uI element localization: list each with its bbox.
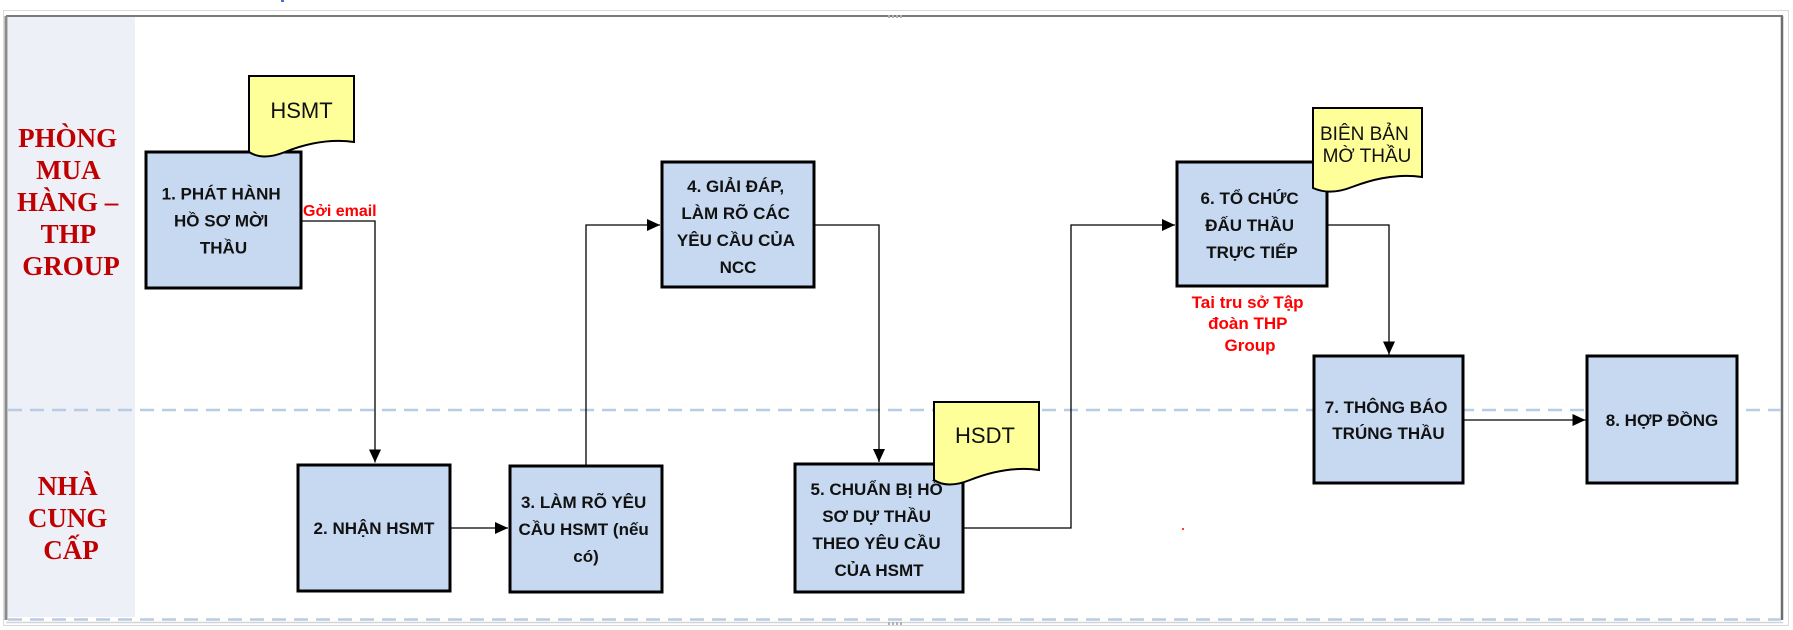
lane-label-supplier: NHÀ CUNG CẤP [28,471,114,565]
step-label: 8. HỢP ĐỒNG [1606,411,1718,430]
annotation-line: Tai tru sở Tập [1192,293,1304,312]
step-8-box[interactable]: 8. HỢP ĐỒNG [1585,354,1739,485]
step-label-line: 4. GIẢI ĐÁP, [687,177,784,196]
step-label-line: ĐẤU THẦU [1205,216,1294,235]
annotation-line: đoàn THP [1208,314,1287,333]
step-label: 2. NHẬN HSMT [314,519,436,538]
document-label-line: HSDT [955,423,1015,448]
lane-label-purchasing: PHÒNG MUA HÀNG – THP GROUP [17,123,125,281]
annotation-location: Tai tru sở Tập đoàn THP Group [1192,293,1309,355]
step-label-line: 5. CHUẨN BỊ HỒ [811,480,943,499]
step-7-box[interactable]: 7. THÔNG BÁO TRÚNG THẦU [1312,354,1465,485]
step-1-box[interactable]: 1. PHÁT HÀNH HỒ SƠ MỜI THẦU [144,150,303,290]
annotation-send-email: Gởi email [303,203,377,220]
step-6-box[interactable]: 6. TỔ CHỨC ĐẤU THẦU TRỰC TIẾP [1175,160,1329,288]
step-label-line: có) [573,547,599,566]
document-label-line: MỜ THẦU [1323,145,1412,167]
resize-grip-bottom[interactable] [888,622,902,625]
connector-3-to-4[interactable] [585,219,660,465]
step-label: 3. LÀM RÕ YÊU CẦU HSMT (nếu có) [518,492,653,566]
lane-label-line: PHÒNG [18,123,117,153]
step-label-line: 1. PHÁT HÀNH [162,184,281,203]
cursor-mark [281,0,284,2]
step-label-line: 2. NHẬN HSMT [314,519,436,538]
document-bien-ban-mo-thau[interactable]: BIÊN BẢN MỜ THẦU [1312,107,1423,193]
connector-5-to-6[interactable] [964,219,1175,529]
step-label-line: TRỰC TIẾP [1206,243,1298,262]
lane-label-line: NHÀ [38,471,99,501]
connector-4-to-5[interactable] [815,224,885,462]
step-label-line: THEO YÊU CẦU [813,534,941,553]
step-label: 5. CHUẨN BỊ HỒ SƠ DỰ THẦU THEO YÊU CẦU C… [811,480,948,580]
document-hsmt[interactable]: HSMT [248,75,355,158]
document-label: HSMT [270,98,332,123]
step-label-line: 7. THÔNG BÁO [1325,398,1448,417]
lane-label-line: CUNG [28,503,108,533]
step-label-line: NCC [720,258,757,277]
step-label-line: SƠ DỰ THẦU [822,507,931,526]
step-label-line: 3. LÀM RÕ YÊU [521,492,646,512]
step-label-line: YÊU CẦU CỦA [677,231,795,250]
document-label-line: HSMT [270,98,332,123]
document-label-line: BIÊN BẢN [1320,123,1409,145]
lane-header-column [8,17,135,617]
step-label: 1. PHÁT HÀNH HỒ SƠ MỜI THẦU [162,184,286,257]
step-label-line: TRÚNG THẦU [1332,424,1444,443]
document-hsdt[interactable]: HSDT [933,401,1040,486]
step-label-line: THẦU [200,238,247,257]
connector-6-to-7[interactable] [1328,224,1395,355]
step-label-line: 8. HỢP ĐỒNG [1606,411,1718,430]
step-4-box[interactable]: 4. GIẢI ĐÁP, LÀM RÕ CÁC YÊU CẦU CỦA NCC [660,160,816,289]
step-3-box[interactable]: 3. LÀM RÕ YÊU CẦU HSMT (nếu có) [508,464,664,594]
document-label: BIÊN BẢN MỜ THẦU [1320,123,1414,167]
step-label-line: CỦA HSMT [834,561,924,580]
canvas-frame [3,10,1789,626]
lane-label-line: THP [41,219,96,249]
step-label-line: HỒ SƠ MỜI [174,211,268,230]
lane-label-line: MUA [36,155,101,185]
annotation-line: Group [1225,336,1276,355]
resize-grip-top[interactable] [888,15,902,18]
step-label: 4. GIẢI ĐÁP, LÀM RÕ CÁC YÊU CẦU CỦA NCC [677,177,799,277]
stray-dot [1182,528,1184,530]
lane-label-line: HÀNG – [17,187,119,217]
step-label-line: LÀM RÕ CÁC [681,203,790,223]
lane-label-line: CẤP [43,534,99,565]
step-label: 6. TỔ CHỨC ĐẤU THẦU TRỰC TIẾP [1201,189,1304,262]
step-label-line: 6. TỔ CHỨC [1201,189,1299,208]
document-label: HSDT [955,423,1015,448]
step-2-box[interactable]: 2. NHẬN HSMT [296,463,452,593]
connector-1-to-2[interactable] [302,220,381,463]
lane-label-line: GROUP [22,251,120,281]
step-5-box[interactable]: 5. CHUẨN BỊ HỒ SƠ DỰ THẦU THEO YÊU CẦU C… [793,462,965,594]
step-label: 7. THÔNG BÁO TRÚNG THẦU [1325,398,1453,443]
step-label-line: CẦU HSMT (nếu [518,520,648,539]
annotation-line: Gởi email [303,203,377,220]
